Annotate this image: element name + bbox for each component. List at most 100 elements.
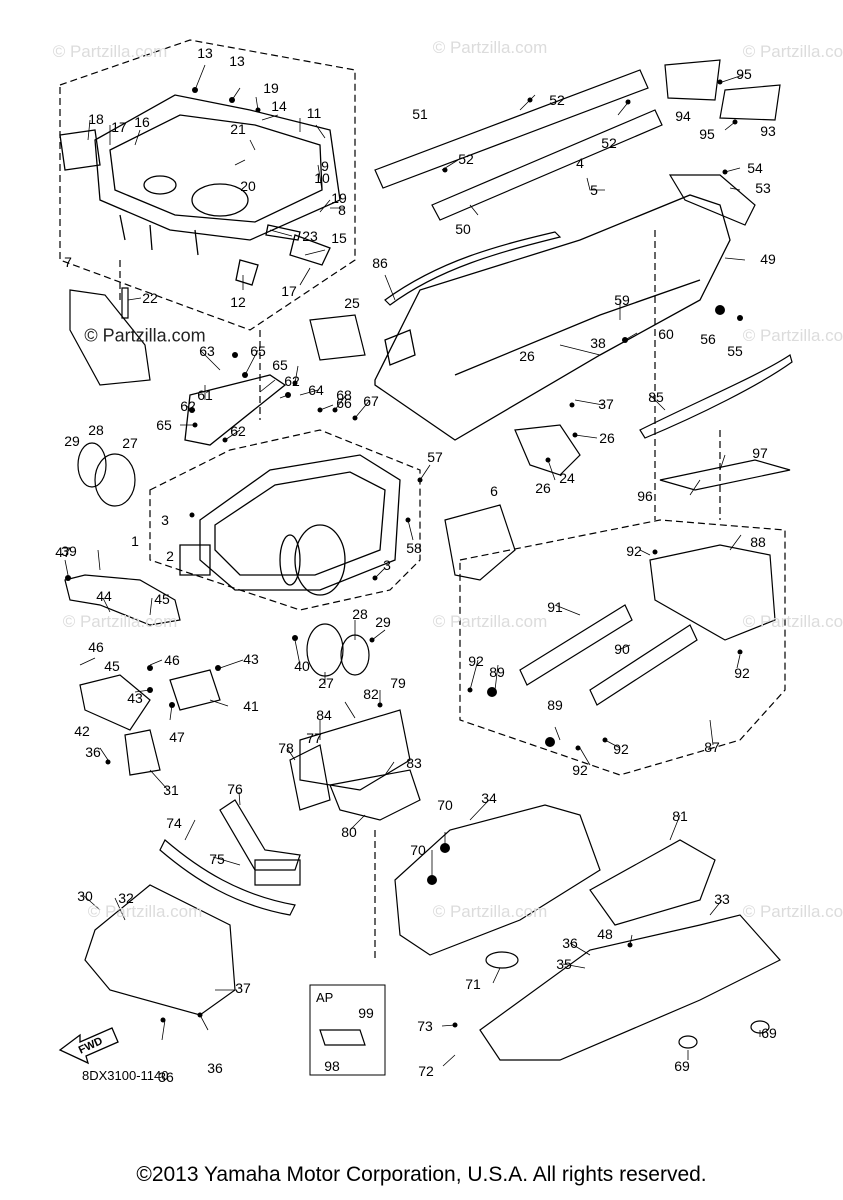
bracket-31 [124, 729, 161, 776]
callout: 3 [383, 557, 391, 573]
callout: 11 [306, 105, 322, 121]
callout: 99 [358, 1005, 374, 1021]
callout: 53 [755, 180, 771, 196]
callout: 45 [154, 591, 170, 607]
callout: 48 [597, 926, 613, 942]
callout: 62 [230, 423, 246, 439]
callout: 93 [760, 123, 776, 139]
strip-86 [384, 231, 562, 306]
ap-box [309, 984, 386, 1076]
watermark: © Partzilla.com [52, 42, 168, 61]
callout: 92 [626, 543, 642, 559]
callout: 75 [209, 851, 225, 867]
panel-78 [289, 744, 331, 811]
callout: 92 [613, 741, 629, 757]
callout: 70 [437, 797, 453, 813]
callout: 18 [88, 111, 104, 127]
callout: 17 [281, 283, 297, 299]
callout: 4 [576, 155, 584, 171]
callout: 80 [341, 824, 357, 840]
callout: 69 [674, 1058, 690, 1074]
callout: 95 [736, 66, 752, 82]
bracket-6 [444, 504, 516, 581]
callout: 51 [412, 106, 428, 122]
callout: 29 [375, 614, 391, 630]
callout: 94 [675, 108, 691, 124]
callout: 37 [235, 980, 251, 996]
group-box-8 [59, 39, 356, 331]
callout: 76 [227, 781, 243, 797]
callout: 43 [127, 690, 143, 706]
bracket-24 [514, 424, 581, 476]
callout: 73 [417, 1018, 433, 1034]
callout: 69 [761, 1025, 777, 1041]
callout: 14 [271, 98, 287, 114]
main-frame-assembly [179, 374, 401, 596]
diagram-code: 8DX3100-1140 [82, 1068, 169, 1083]
bracket-41 [169, 669, 221, 711]
tunnel-4 [374, 194, 731, 441]
ap-label: AP [316, 990, 334, 1005]
callout: 15 [331, 230, 347, 246]
strip-85 [639, 354, 793, 439]
callout: 71 [465, 976, 481, 992]
callout: 52 [458, 151, 474, 167]
callout: 35 [556, 956, 572, 972]
callout: 55 [727, 343, 743, 359]
callout: 77 [306, 730, 322, 746]
callout: 60 [658, 326, 674, 342]
ring-28 [77, 442, 107, 488]
callout: 57 [427, 449, 443, 465]
callout: 28 [352, 606, 368, 622]
callout: 36 [562, 935, 578, 951]
callout: 86 [372, 255, 388, 271]
callout: 47 [169, 729, 185, 745]
callout: 92 [572, 762, 588, 778]
bracket-7 [69, 289, 151, 386]
callout: 56 [700, 331, 716, 347]
callout: 36 [158, 1069, 174, 1085]
callout: 92 [468, 653, 484, 669]
callout: 88 [750, 534, 766, 550]
watermark: © Partzilla.com [84, 325, 206, 346]
grommet-71 [485, 951, 519, 969]
ring-28b [340, 634, 370, 676]
plug-69b [678, 1035, 698, 1049]
boot-27b [306, 623, 344, 677]
callout: 97 [752, 445, 768, 461]
cover-80 [329, 769, 421, 821]
trim-74 [159, 839, 296, 916]
callout: 27 [122, 435, 138, 451]
handle-39 [64, 574, 181, 626]
callout: 6 [490, 483, 498, 499]
callout: 92 [734, 665, 750, 681]
callout: 39 [61, 543, 77, 559]
callout: 72 [418, 1063, 434, 1079]
callout: 78 [278, 740, 294, 756]
watermark: © Partzilla.com [742, 42, 843, 61]
watermark: © Partzilla.com [742, 612, 843, 631]
callout: 90 [614, 641, 630, 657]
callout: 91 [547, 599, 563, 615]
callout: 62 [180, 398, 196, 414]
plate-91 [519, 604, 633, 686]
callout: 40 [294, 658, 310, 674]
callout: 85 [648, 389, 664, 405]
callout: 63 [199, 343, 215, 359]
callout: 3 [161, 512, 169, 528]
callout: 8 [338, 202, 346, 218]
group-box-1 [149, 429, 421, 611]
callout: 65 [272, 357, 288, 373]
callout: 13 [197, 45, 213, 61]
callout: 67 [363, 393, 379, 409]
callout: 28 [88, 422, 104, 438]
callout: 62 [284, 373, 300, 389]
callout: 54 [747, 160, 763, 176]
callout: 84 [316, 707, 332, 723]
callout: 36 [85, 744, 101, 760]
callout: 74 [166, 815, 182, 831]
watermark: © Partzilla.com [742, 902, 843, 921]
callout: 70 [410, 842, 426, 858]
callout: 68 [336, 387, 352, 403]
